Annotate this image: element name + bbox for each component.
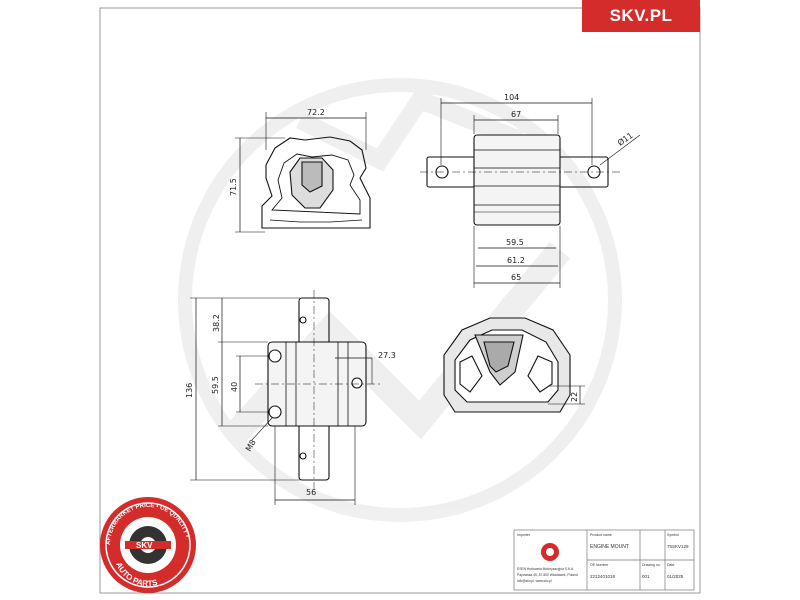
dim-67: 67 [511, 110, 521, 119]
symbol-value: 75SKV129 [667, 544, 689, 549]
dim-104: 104 [504, 93, 519, 102]
dim-56: 56 [306, 488, 316, 497]
top-view [420, 98, 641, 288]
symbol-label: Symbol [667, 533, 679, 537]
importer-label: Importer [517, 533, 531, 537]
oe-value: 2212401018 [590, 574, 616, 579]
oe-label: OE Number [590, 563, 609, 567]
date-value: 01/2025 [667, 574, 684, 579]
dim-27-3: 27.3 [378, 351, 396, 360]
dim-136: 136 [185, 383, 194, 398]
front-view [235, 112, 371, 233]
company-name: ESEN Hurtownia Motoryzacyjna S.K.A. [517, 567, 574, 571]
date-label: Date [667, 563, 674, 567]
dim-59-5-top: 59.5 [506, 238, 524, 247]
drawing-frame [99, 7, 701, 594]
dim-71-5: 71.5 [229, 178, 238, 196]
seal-center-text: SKV [136, 541, 153, 550]
company-address-2: info@skv.pl, www.skv.pl [517, 579, 552, 583]
section-view [443, 317, 585, 413]
brand-logo[interactable]: SKV.PL [582, 0, 700, 32]
auto-parts-seal: AFTERMARKET PRICE • OE QUALITY • AUTO PA… [100, 497, 196, 593]
dim-22: 22 [570, 392, 579, 402]
side-view [190, 290, 380, 505]
dim-65: 65 [511, 273, 521, 282]
dim-11: Ø11 [615, 130, 634, 148]
drawing-value: 001 [642, 574, 650, 579]
dim-61-2: 61.2 [507, 256, 525, 265]
title-block [513, 529, 695, 591]
product-label: Product name [590, 533, 612, 537]
title-block-logo [541, 543, 559, 561]
dim-40: 40 [230, 382, 239, 392]
dim-38-2: 38.2 [212, 314, 221, 332]
company-address-1: Papowska 45, 87-500 Włocławek, Poland [517, 573, 578, 577]
dim-72-2: 72.2 [307, 108, 325, 117]
drawing-label: Drawing no. [642, 563, 661, 567]
product-value: ENGINE MOUNT [590, 544, 629, 550]
dim-59-5-side: 59.5 [211, 376, 220, 394]
